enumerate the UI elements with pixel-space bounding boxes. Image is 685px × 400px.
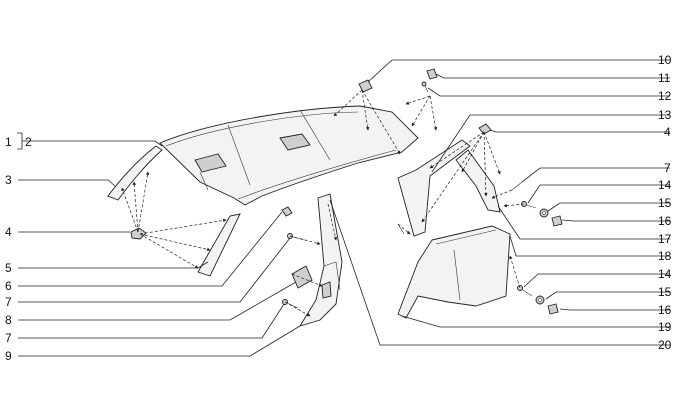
screw-7b — [282, 299, 299, 309]
part-12 — [421, 81, 429, 93]
callout-14-b: 14 — [658, 267, 672, 281]
callout-3: 3 — [5, 173, 12, 187]
callout-12: 12 — [658, 89, 672, 103]
callout-14-a: 14 — [658, 178, 672, 192]
callout-20: 20 — [658, 338, 672, 352]
a-pillar-trim — [197, 213, 241, 277]
callout-8: 8 — [5, 313, 12, 327]
callout-18: 18 — [658, 249, 672, 263]
washer-15b — [535, 295, 545, 305]
nut-16b — [547, 303, 559, 315]
clip-10 — [358, 79, 373, 93]
clip-left — [130, 227, 147, 240]
callout-7-b: 7 — [5, 331, 12, 345]
callout-16-b: 16 — [658, 303, 672, 317]
part-11 — [426, 68, 438, 80]
callout-4-right: 4 — [664, 125, 671, 139]
assembly-lines — [121, 89, 525, 317]
rear-trim-17 — [455, 149, 501, 213]
b-pillar-trim — [298, 193, 343, 327]
callout-17: 17 — [658, 232, 672, 246]
c-pillar-trim — [397, 139, 471, 237]
clip-right — [478, 123, 492, 135]
callout-2: 2 — [25, 135, 32, 149]
luggage-side-trim — [397, 225, 511, 319]
callout-5: 5 — [5, 261, 12, 275]
clip-6 — [281, 206, 293, 217]
callout-1: 1 — [5, 135, 12, 149]
front-trim-strip — [107, 145, 163, 201]
callout-19: 19 — [658, 320, 672, 334]
callout-15-a: 15 — [658, 196, 672, 210]
callout-4-left: 4 — [5, 225, 12, 239]
callout-labels: 1 2 3 4 5 6 7 8 7 9 10 11 12 13 4 7 14 1… — [5, 53, 672, 363]
callout-7-a: 7 — [5, 295, 12, 309]
nut-16a — [551, 215, 563, 227]
screw-near-c-pillar — [397, 223, 405, 235]
callout-15-b: 15 — [658, 285, 672, 299]
screw-7-right — [511, 181, 523, 191]
callout-13: 13 — [658, 108, 672, 122]
callout-10: 10 — [658, 53, 672, 67]
leader-lines — [17, 59, 670, 357]
callout-9: 9 — [5, 349, 12, 363]
cover-8 — [291, 265, 313, 289]
headliner-panel — [159, 105, 419, 206]
callout-11: 11 — [658, 71, 671, 85]
washer-15a — [539, 208, 549, 218]
callout-7-right: 7 — [664, 161, 671, 175]
callout-6: 6 — [5, 279, 12, 293]
callout-16-a: 16 — [658, 214, 672, 228]
